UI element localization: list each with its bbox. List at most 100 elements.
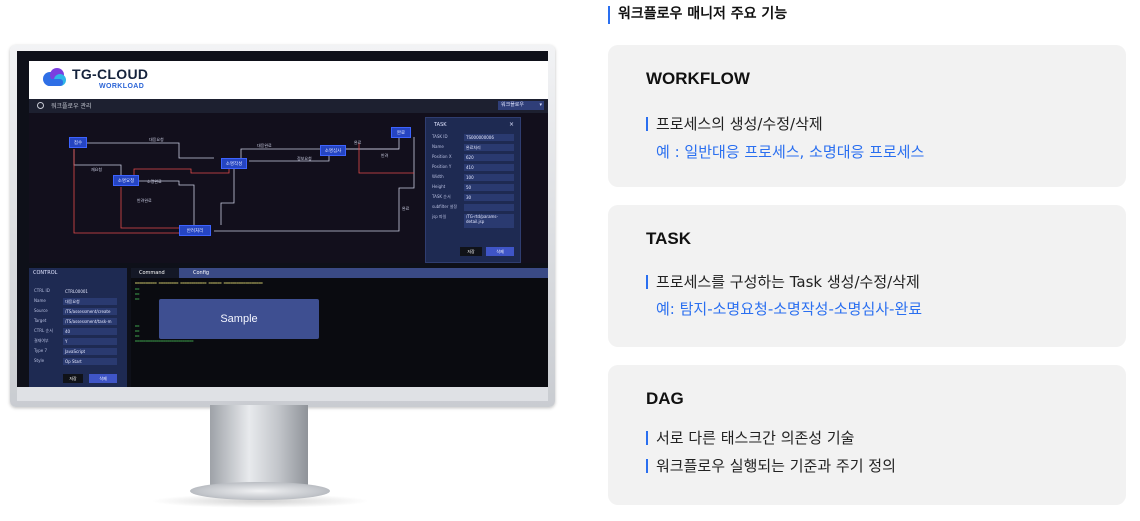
feature-card-task: TASK 프로세스를 구성하는 Task 생성/수정/삭제 예: 탐지-소명요청… (608, 205, 1126, 347)
task-field: Width 100 (432, 174, 516, 181)
monitor-shadow (150, 494, 370, 508)
field-value[interactable]: 완료처리 (464, 144, 514, 151)
field-label: TASK ID (432, 134, 448, 139)
field-value[interactable]: 620 (464, 154, 514, 161)
workflow-select[interactable]: 워크플로우 ▾ (498, 101, 544, 110)
delete-button[interactable]: 삭제 (486, 247, 514, 256)
task-field: Position Y 410 (432, 164, 516, 171)
card-description: 서로 다른 태스크간 의존성 기술 (646, 431, 854, 446)
field-label: CTRL 순서 (34, 328, 53, 333)
code-line: ▬▬ (135, 297, 140, 301)
workflow-edges (73, 137, 415, 234)
app-toolbar: 워크플로우 관리 워크플로우 ▾ (29, 99, 548, 113)
edge-label: 반려완료 (137, 198, 152, 203)
workflow-node[interactable]: 소명작성 (221, 158, 247, 169)
field-label: subfilter 설정 (432, 204, 458, 209)
edge (73, 149, 179, 234)
field-label: Name (34, 298, 46, 303)
monitor-chin (17, 387, 548, 401)
field-value[interactable]: Y (63, 338, 117, 345)
field-value[interactable]: 대응요청 (63, 298, 117, 305)
field-label: Type 7 (34, 348, 48, 353)
edge (249, 155, 330, 162)
field-label: Position X (432, 154, 452, 159)
save-button[interactable]: 저장 (63, 374, 83, 383)
field-label: jsp 파일 (432, 214, 447, 219)
card-title: WORKFLOW (646, 69, 750, 88)
logo-subtitle: WORKLOAD (99, 83, 145, 90)
edge (85, 142, 214, 159)
section-heading: 워크플로우 매니저 주요 기능 (608, 6, 787, 24)
monitor-stand-base (190, 482, 330, 500)
code-line: ▬▬▬▬▬▬▬▬▬▬▬▬▬▬▬▬▬▬▬▬▬▬▬▬▬▬▬ (135, 339, 194, 343)
task-field: Position X 620 (432, 154, 516, 161)
workflow-node[interactable]: 반려처리 (179, 225, 211, 236)
field-value[interactable]: /TS/assessment/create (63, 308, 117, 315)
field-value[interactable]: /TG-rtd/params-detail.jsp (464, 214, 514, 228)
workflow-node[interactable]: 접수 (69, 137, 87, 148)
feature-card-workflow: WORKFLOW 프로세스의 생성/수정/삭제 예 : 일반대응 프로세스, 소… (608, 45, 1126, 187)
field-value[interactable]: 50 (464, 184, 514, 191)
monitor-screen: TG-CLOUD WORKLOAD 워크플로우 관리 워크플로우 ▾ (17, 51, 548, 401)
card-example: 예 : 일반대응 프로세스, 소명대응 프로세스 (656, 143, 925, 161)
tab-command[interactable]: Command (131, 268, 179, 278)
field-value[interactable]: /TS/assessment/task-m (63, 318, 117, 325)
workflow-node[interactable]: 완료 (391, 127, 411, 138)
edge (220, 165, 235, 225)
workflow-node[interactable]: 소명요청 (113, 175, 139, 186)
code-line: ▬▬ (135, 292, 140, 296)
field-label: Width (432, 174, 444, 179)
monitor: TG-CLOUD WORKLOAD 워크플로우 관리 워크플로우 ▾ (10, 45, 555, 407)
code-line: ▬▬▬▬▬▬▬▬▬▬ ▬▬▬▬▬▬▬▬▬ ▬▬▬▬▬▬▬▬▬▬▬▬ ▬▬▬▬▬▬… (135, 281, 263, 285)
control-panel-title: CONTROL (33, 270, 58, 276)
edge-label: 반려 (381, 153, 389, 158)
field-label: Style (34, 358, 45, 363)
edge-label: 완료 (354, 140, 362, 145)
app-screen: TG-CLOUD WORKLOAD 워크플로우 관리 워크플로우 ▾ (17, 51, 548, 387)
edge-label: 정보요청 (297, 156, 312, 161)
workflow-node[interactable]: 소명심사 (320, 145, 346, 156)
field-value[interactable]: 40 (63, 328, 117, 335)
card-description: 프로세스를 구성하는 Task 생성/수정/삭제 (646, 275, 920, 290)
card-example: 예: 탐지-소명요청-소명작성-소명심사-완료 (656, 300, 923, 318)
menu-icon[interactable] (37, 102, 44, 109)
edge-label: 완료 (402, 206, 410, 211)
card-title: TASK (646, 229, 692, 248)
close-icon[interactable]: × (508, 121, 514, 128)
sample-overlay: Sample (159, 299, 319, 339)
control-field: Name 대응요청 (34, 298, 124, 305)
toolbar-title: 워크플로우 관리 (51, 103, 92, 110)
command-tabs: Command Config (131, 268, 548, 278)
chevron-down-icon: ▾ (539, 102, 542, 108)
field-value[interactable]: JavaScript (63, 348, 117, 355)
field-value: CTRL00001 (65, 289, 88, 294)
task-field: subfilter 설정 (432, 204, 516, 211)
field-value[interactable] (464, 204, 514, 211)
field-value[interactable]: 30 (464, 194, 514, 201)
field-value[interactable]: TS000000006 (464, 134, 514, 141)
field-label: Height (432, 184, 446, 189)
control-field: Target/TS/assessment/task-m (34, 318, 124, 325)
code-line: ▬▬ (135, 334, 140, 338)
save-button[interactable]: 저장 (460, 247, 482, 256)
card-description: 프로세스의 생성/수정/삭제 (646, 117, 823, 132)
field-value[interactable]: 100 (464, 174, 514, 181)
command-area: Command Config ▬▬▬▬▬▬▬▬▬▬ ▬▬▬▬▬▬▬▬▬ ▬▬▬▬… (131, 268, 548, 387)
tab-config[interactable]: Config (193, 270, 210, 276)
card-title: DAG (646, 389, 684, 408)
control-field: CTRL 순서 40 (34, 328, 124, 335)
delete-button[interactable]: 삭제 (89, 374, 117, 383)
logo-title: TG-CLOUD (72, 66, 149, 82)
feature-card-dag: DAG 서로 다른 태스크간 의존성 기술 워크플로우 실행되는 기준과 주기 … (608, 365, 1126, 505)
field-value[interactable]: 410 (464, 164, 514, 171)
field-value[interactable]: Op Start (63, 358, 117, 365)
edge (214, 137, 415, 232)
cloud-logo-icon (43, 68, 66, 86)
field-label: Source (34, 308, 48, 313)
field-label: Position Y (432, 164, 452, 169)
